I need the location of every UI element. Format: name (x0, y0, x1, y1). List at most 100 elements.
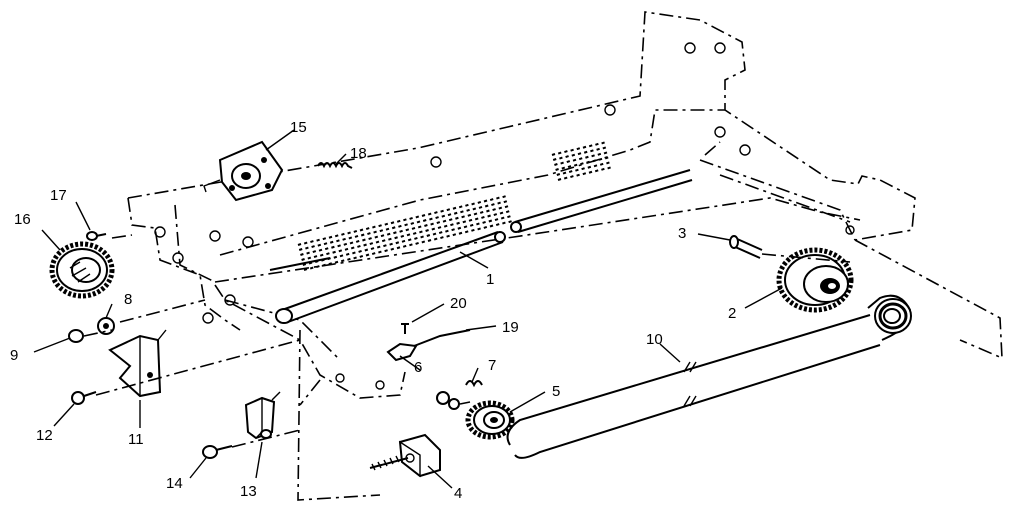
vent-slot (442, 219, 447, 223)
vent-slot (384, 249, 388, 253)
vent-slot (414, 236, 418, 240)
vent-slot (479, 211, 484, 214)
vent-slot (457, 226, 462, 230)
vent-slot (488, 219, 493, 223)
vent-slot (502, 195, 506, 199)
vent-slot (396, 246, 401, 250)
vent-slot (389, 242, 393, 246)
vent-slot (343, 242, 348, 246)
vent-slot (554, 163, 558, 166)
vent-slot (465, 203, 469, 207)
part-17-screw (86, 231, 107, 241)
vent-slot (419, 230, 423, 234)
part-14-screw (202, 445, 233, 459)
vent-slot (318, 248, 323, 252)
vent-slot (576, 173, 580, 177)
vent-slot (471, 228, 475, 232)
vent-slot (446, 234, 450, 238)
vent-slot (497, 201, 501, 205)
vent-slot (476, 222, 480, 226)
vent-slot (370, 247, 375, 250)
vent-slot (481, 216, 485, 219)
vent-slot (570, 175, 574, 179)
vent-slot (410, 221, 415, 225)
vent-slot (460, 210, 464, 214)
vent-slot (311, 245, 315, 249)
vent-slot (403, 218, 407, 222)
part-11-bracket (108, 329, 167, 398)
vent-slot (369, 242, 374, 245)
vent-slot (333, 255, 338, 259)
vent-slot (463, 225, 468, 229)
vent-slot (322, 237, 327, 241)
vent-slot (425, 229, 429, 232)
vent-slot (411, 226, 416, 230)
vent-slot (400, 234, 405, 238)
vent-slot (390, 221, 395, 225)
vent-slot (347, 257, 351, 261)
vent-slot (601, 167, 605, 171)
vent-slot (431, 227, 436, 231)
vent-slot (329, 240, 334, 244)
part-7-spring-clip (465, 380, 483, 388)
part-3-pin (729, 235, 763, 259)
label-part-1: 1 (486, 271, 494, 288)
vent-slot (427, 239, 432, 242)
vent-slot (432, 232, 437, 236)
vent-slot (436, 221, 441, 225)
printer-frame-outline (127, 11, 1003, 501)
vent-slot (455, 216, 459, 220)
vent-slot (564, 150, 568, 154)
vent-slot (317, 243, 322, 247)
vent-slot (300, 253, 304, 256)
vent-slot (357, 245, 361, 248)
label-part-2: 2 (728, 305, 736, 322)
vent-slot (503, 200, 508, 204)
vent-slot (334, 234, 339, 238)
vent-slot (390, 247, 395, 251)
vent-slot (437, 226, 442, 230)
part-18-spring (317, 162, 353, 169)
part-labels: 1 2 3 4 5 6 7 8 9 10 11 12 13 14 15 16 1… (10, 119, 736, 502)
vent-slot (556, 173, 561, 176)
vent-slot (367, 232, 371, 235)
vent-slot (434, 211, 438, 215)
vent-slot (580, 162, 584, 166)
vent-slot (448, 218, 453, 222)
vent-slot (462, 220, 467, 224)
vent-slot (360, 233, 365, 237)
label-part-20: 20 (450, 295, 467, 312)
vent-slot (598, 157, 603, 161)
label-part-19: 19 (502, 319, 519, 336)
vent-slot (407, 238, 412, 242)
vent-slot (307, 256, 312, 260)
vent-slot (339, 254, 344, 258)
vent-slot (298, 248, 303, 251)
vent-slot (551, 153, 556, 156)
label-part-10: 10 (646, 331, 663, 348)
vent-slot (347, 231, 351, 235)
vent-slot (375, 240, 380, 244)
label-part-14: 14 (166, 475, 183, 492)
vent-slot (303, 268, 308, 271)
vent-slot (493, 213, 498, 216)
vent-slot (590, 149, 594, 153)
vent-slot (604, 156, 609, 160)
vent-slot (438, 231, 443, 235)
vent-slot (595, 142, 599, 146)
part-19-sensor-lever (386, 329, 471, 362)
vent-slot (396, 219, 401, 223)
label-part-18: 18 (350, 145, 367, 162)
vent-slot (312, 250, 317, 254)
vent-slot (350, 246, 355, 250)
part-5-pulley (465, 400, 515, 440)
vent-slot (324, 247, 329, 251)
vent-slot (342, 237, 346, 241)
vent-slot (316, 238, 320, 242)
vent-slot (467, 213, 472, 217)
vent-slot (502, 221, 506, 225)
vent-slot (386, 232, 391, 236)
vent-slot (420, 235, 424, 239)
vent-slot (364, 248, 369, 252)
vent-slot (322, 263, 326, 267)
